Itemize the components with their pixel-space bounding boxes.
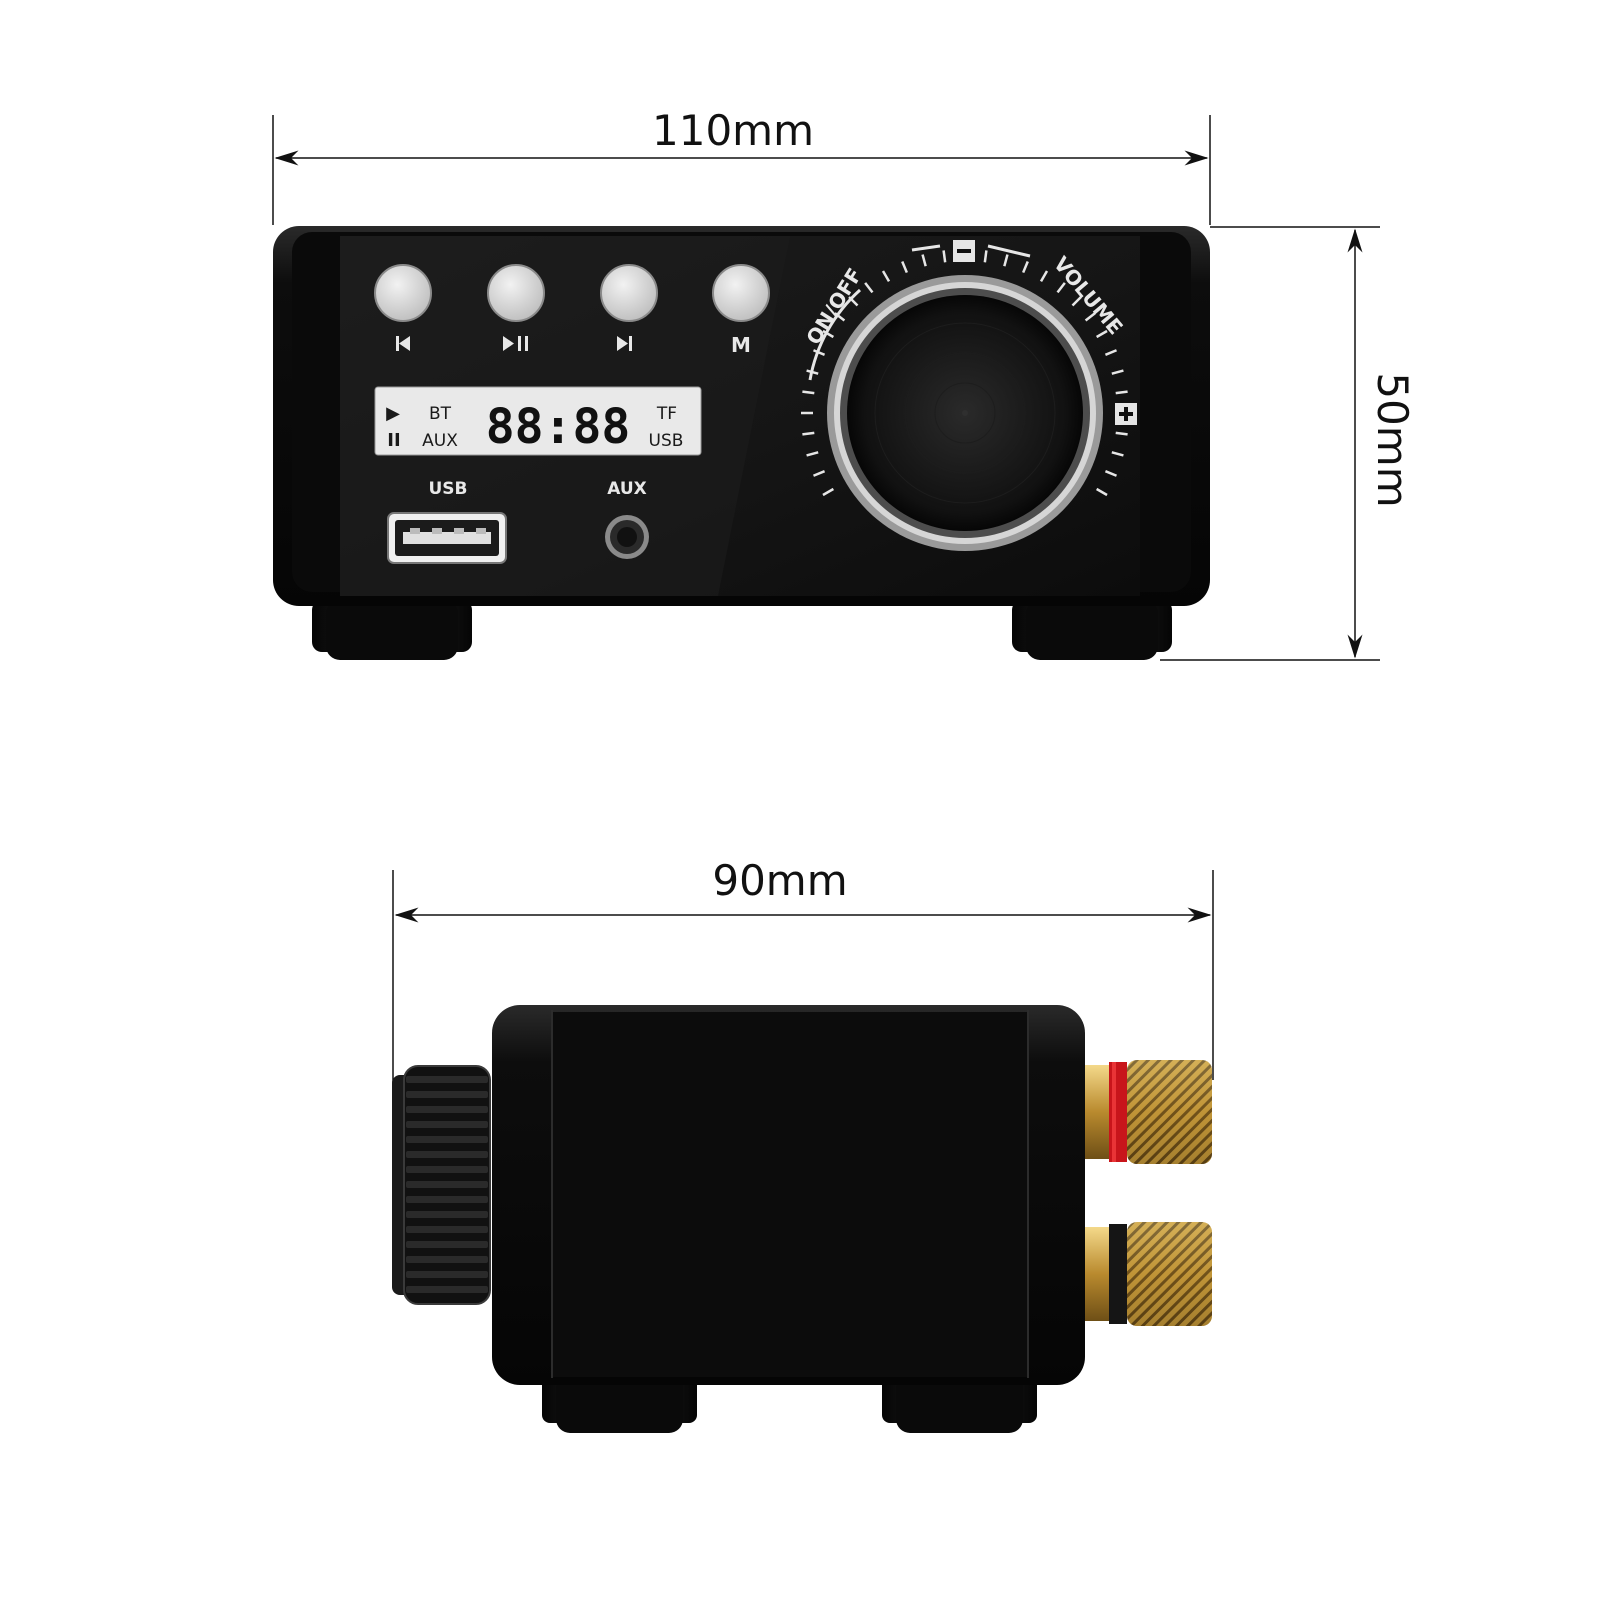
knob-tick-mark — [813, 349, 826, 356]
front-left-foot — [312, 600, 472, 660]
lcd-source-tf: TF — [656, 404, 677, 424]
knob-tick-mark — [1084, 312, 1096, 322]
knob-tick-mark — [822, 487, 834, 497]
knob-tick-mark — [822, 329, 834, 339]
lcd-source-aux: AUX — [422, 431, 458, 451]
knob-tick-mark — [1096, 487, 1108, 497]
button-previous[interactable] — [374, 264, 432, 322]
knob-grip-ridge — [406, 1271, 488, 1278]
side-panel — [552, 1012, 1028, 1377]
side-depth-dimension: 90mm — [392, 856, 1214, 1090]
front-height-label: 50mm — [1368, 372, 1417, 507]
knob-tick-mark — [881, 270, 891, 282]
knob-tick-mark — [1104, 349, 1117, 356]
knob-tick-mark — [901, 261, 908, 274]
knob-grip-ridge — [406, 1166, 488, 1173]
knob-grip-ridge — [406, 1076, 488, 1083]
lcd-display: ▶ II BT AUX 88:88 TF USB — [374, 386, 702, 456]
lcd-pause-symbol: II — [387, 430, 400, 451]
knob-tick-mark — [1096, 329, 1108, 339]
side-rear-foot — [882, 1375, 1037, 1433]
side-depth-label: 90mm — [712, 856, 847, 905]
knob-grip-ridge — [406, 1241, 488, 1248]
side-front-foot — [542, 1375, 697, 1433]
knob-grip-ridge — [406, 1196, 488, 1203]
knob-tick-mark — [1104, 470, 1117, 477]
usb-port[interactable] — [387, 512, 507, 564]
knob-grip-ridge — [406, 1121, 488, 1128]
amplifier-side-view — [392, 1005, 1212, 1433]
aux-port-label: AUX — [607, 479, 647, 499]
next-track-icon — [617, 336, 632, 351]
volume-knob-side[interactable] — [392, 1065, 491, 1305]
knob-grip-ridge — [406, 1106, 488, 1113]
knob-grip-ridge — [406, 1226, 488, 1233]
knob-tick-ring — [801, 249, 1129, 497]
play-pause-icon — [503, 336, 528, 351]
knob-grip-ridge — [406, 1211, 488, 1218]
knob-tick-mark — [1111, 369, 1124, 375]
knob-tick-mark — [1115, 431, 1128, 436]
previous-track-icon — [396, 336, 410, 351]
knob-tick-mark — [802, 390, 815, 395]
mode-icon: M — [731, 333, 751, 357]
knob-grip-ridge — [406, 1151, 488, 1158]
knob-arc-line — [808, 288, 862, 381]
knob-tick-mark — [1111, 451, 1124, 457]
plus-icon — [1115, 403, 1137, 425]
knob-tick-mark — [1003, 254, 1009, 267]
knob-tick-mark — [1071, 296, 1082, 307]
knob-tick-mark — [1115, 390, 1128, 395]
front-width-label: 110mm — [652, 106, 814, 155]
volume-knob[interactable] — [827, 275, 1103, 551]
lcd-source-usb: USB — [649, 431, 684, 451]
front-width-dimension: 110mm — [272, 106, 1211, 225]
lcd-play-symbol: ▶ — [386, 403, 400, 424]
knob-tick-mark — [942, 250, 947, 263]
speaker-terminal-black[interactable] — [1085, 1222, 1212, 1326]
knob-grip-ridge — [406, 1256, 488, 1263]
button-mode[interactable] — [712, 264, 770, 322]
knob-tick-mark — [802, 431, 815, 436]
minus-icon — [953, 240, 975, 262]
button-next[interactable] — [600, 264, 658, 322]
speaker-terminal-red[interactable] — [1085, 1060, 1212, 1164]
knob-grip-ridge — [406, 1181, 488, 1188]
front-right-foot — [1012, 600, 1172, 660]
knob-grip-ridges — [406, 1076, 488, 1293]
knob-tick-mark — [983, 250, 988, 263]
knob-tick-mark — [813, 470, 826, 477]
knob-grip-ridge — [406, 1286, 488, 1293]
button-play-pause[interactable] — [487, 264, 545, 322]
amplifier-front-view: M ▶ II BT AUX 88:88 TF USB USB AUX — [273, 226, 1210, 660]
knob-tick-mark — [1022, 261, 1029, 274]
knob-tick-mark — [806, 451, 819, 457]
lcd-source-bt: BT — [429, 404, 452, 424]
knob-grip-ridge — [406, 1091, 488, 1098]
knob-tick-mark — [1056, 282, 1066, 294]
knob-tick-mark — [864, 282, 874, 294]
usb-port-label: USB — [428, 479, 467, 499]
knob-grip-ridge — [406, 1136, 488, 1143]
knob-tick-mark — [921, 254, 927, 267]
front-height-dimension: 50mm — [1160, 226, 1417, 661]
lcd-digits: 88:88 — [486, 399, 631, 455]
aux-jack[interactable] — [605, 515, 649, 559]
knob-tick-mark — [1039, 270, 1049, 282]
